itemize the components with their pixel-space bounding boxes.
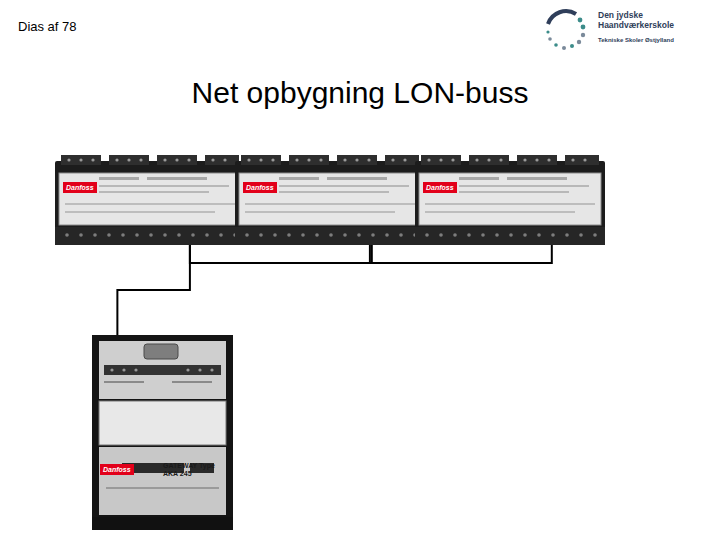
controller-device: Danfoss (415, 155, 605, 245)
device-type-label: GATEWAY Type AKA 245 (163, 462, 225, 478)
bus-wire (370, 245, 552, 263)
brand-logo: Danfoss (100, 464, 134, 475)
school-subtitle: Tekniske Skoler Østjylland (598, 36, 718, 44)
controller-body (415, 155, 605, 245)
controller-device: Danfoss (235, 155, 425, 245)
school-name: Den jydske Haandværkerskole (598, 10, 686, 30)
school-logo (546, 11, 585, 50)
slide-counter: Dias af 78 (18, 19, 178, 35)
brand-logo: Danfoss (423, 182, 457, 193)
gateway-body (92, 335, 233, 530)
controller-body (55, 155, 245, 245)
controller-device: Danfoss (55, 155, 245, 245)
bus-wire (190, 245, 372, 263)
controller-body (235, 155, 425, 245)
bus-wire (117, 245, 190, 335)
gateway-device: Danfoss GATEWAY Type AKA 245 (92, 335, 233, 530)
brand-logo: Danfoss (243, 182, 277, 193)
brand-logo: Danfoss (63, 182, 97, 193)
slide-title: Net opbygning LON-buss (0, 75, 720, 111)
